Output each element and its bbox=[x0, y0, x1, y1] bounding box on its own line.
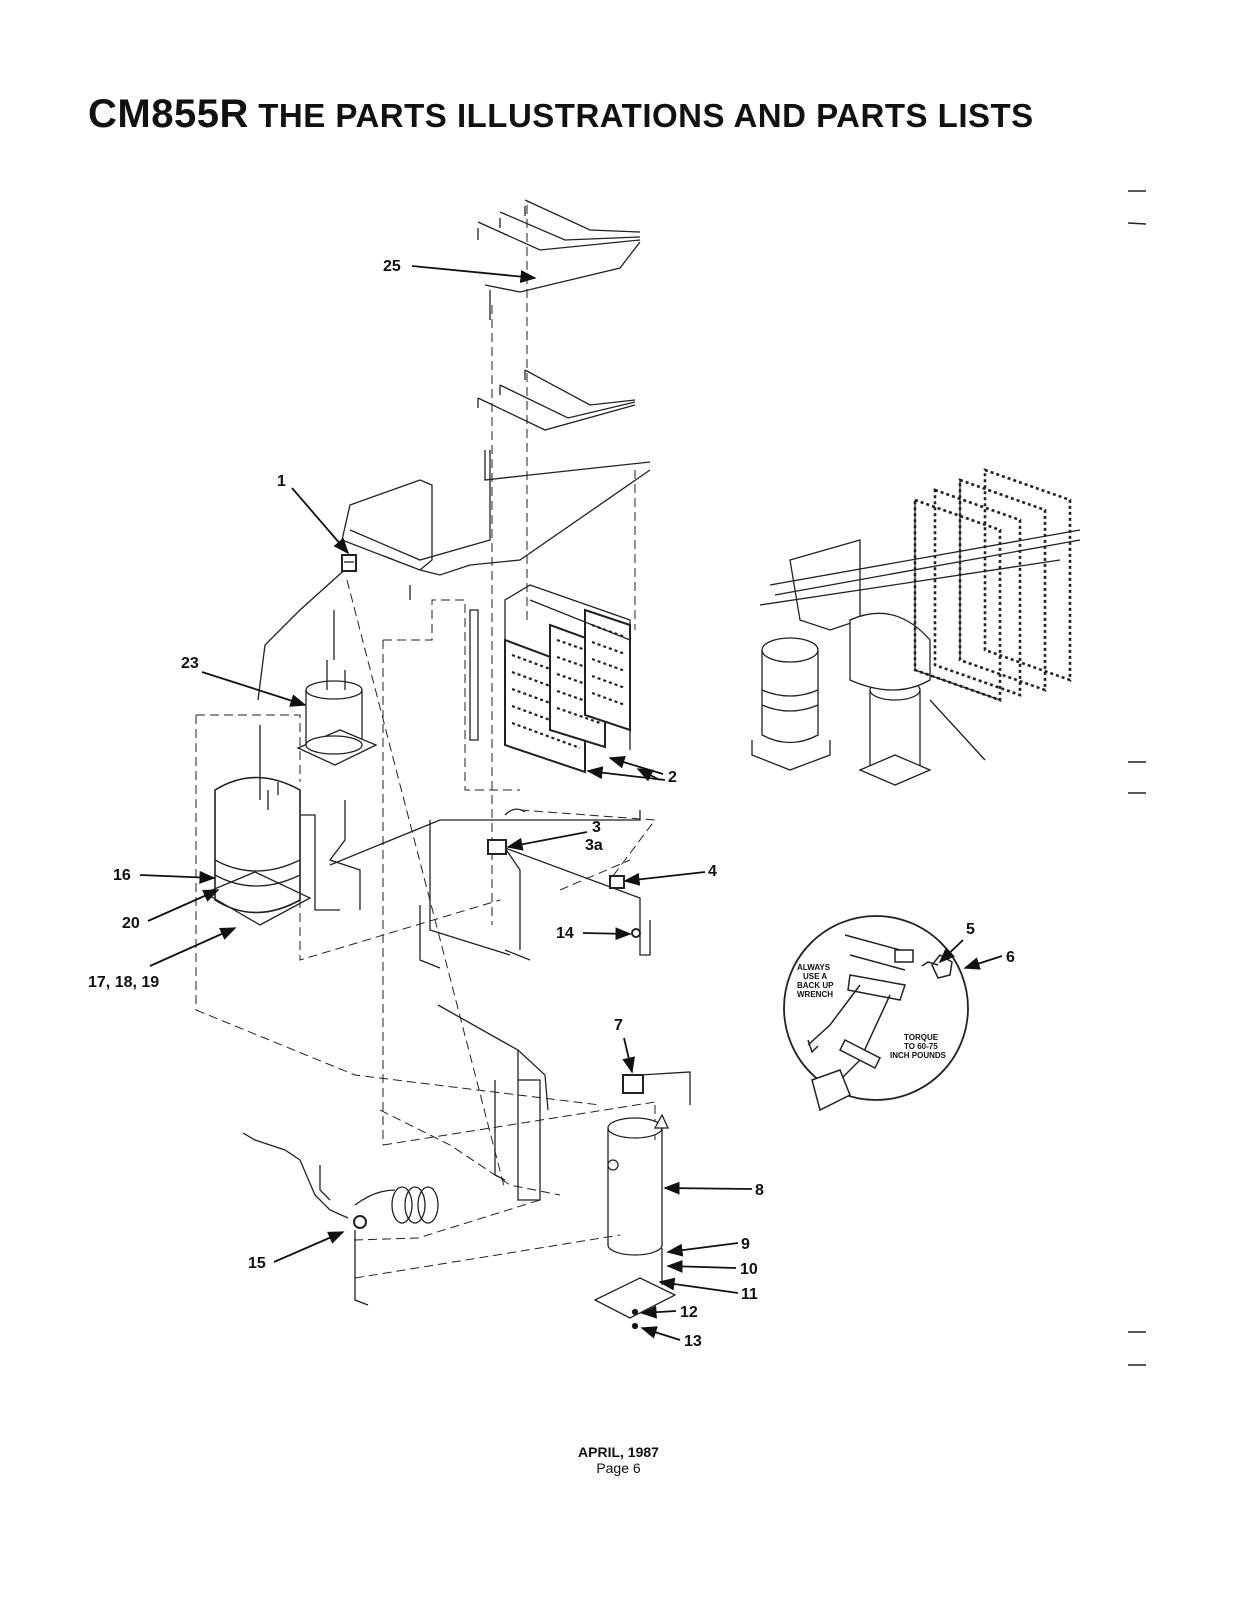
callout-1: 1 bbox=[277, 473, 286, 490]
fitting-part-14 bbox=[631, 928, 641, 938]
torque-inset bbox=[783, 915, 969, 1112]
callout-9: 9 bbox=[741, 1236, 750, 1253]
callout-23: 23 bbox=[181, 655, 199, 672]
callout-11: 11 bbox=[741, 1286, 758, 1303]
page-footer: APRIL, 1987 Page 6 bbox=[0, 1444, 1237, 1476]
callout-10: 10 bbox=[740, 1261, 758, 1278]
callout-25: 25 bbox=[383, 258, 401, 275]
callout-14: 14 bbox=[556, 925, 574, 942]
page-title: CM855R THE PARTS ILLUSTRATIONS AND PARTS… bbox=[88, 92, 1034, 137]
callout-20: 20 bbox=[122, 915, 140, 932]
model-number: CM855R bbox=[88, 92, 249, 136]
callout-17-18-19: 17, 18, 19 bbox=[88, 974, 159, 991]
inset-notes: ALWAYS USE A BACK UP WRENCH TORQUE TO 60… bbox=[797, 963, 947, 1060]
condenser-coil-part-15 bbox=[242, 1132, 439, 1306]
callout-13: 13 bbox=[684, 1333, 702, 1350]
callout-3a: 3a bbox=[585, 837, 603, 854]
inset-note-always: ALWAYS bbox=[797, 963, 831, 972]
callout-arrows bbox=[139, 265, 1003, 1341]
footer-date: APRIL, 1987 bbox=[578, 1444, 659, 1460]
callout-5: 5 bbox=[966, 921, 975, 938]
footer-page-number: Page 6 bbox=[596, 1460, 641, 1476]
accumulator-part-23 bbox=[296, 610, 378, 766]
callout-labels: 25 1 23 2 3 3a 4 14 5 6 7 8 9 10 11 12 1… bbox=[88, 258, 1015, 1350]
callout-2: 2 bbox=[668, 769, 677, 786]
inset-note-wrench: WRENCH bbox=[797, 990, 833, 999]
callout-16: 16 bbox=[113, 867, 131, 884]
assembled-view bbox=[751, 468, 1081, 786]
receiver-part-8 bbox=[593, 1113, 677, 1330]
drier-part-7 bbox=[622, 1074, 644, 1094]
refrigerant-lines bbox=[329, 808, 691, 1201]
callout-7: 7 bbox=[614, 1017, 623, 1034]
evaporator-tubing-middle bbox=[257, 369, 651, 701]
callout-4: 4 bbox=[708, 863, 717, 880]
callout-3: 3 bbox=[592, 819, 601, 836]
callout-8: 8 bbox=[755, 1182, 764, 1199]
callout-6: 6 bbox=[1006, 949, 1015, 966]
inset-note-torque: TORQUE bbox=[904, 1033, 939, 1042]
evaporator-tubing-top bbox=[477, 199, 641, 320]
inset-note-use-a: USE A bbox=[803, 972, 827, 981]
title-text: THE PARTS ILLUSTRATIONS AND PARTS LISTS bbox=[258, 97, 1034, 134]
dashed-assembly-lines bbox=[195, 199, 691, 1330]
compressor-part-16 bbox=[203, 725, 361, 926]
callout-15: 15 bbox=[248, 1255, 266, 1272]
inset-note-back-up: BACK UP bbox=[797, 981, 834, 990]
callout-12: 12 bbox=[680, 1304, 698, 1321]
expansion-valve-part-1 bbox=[341, 554, 357, 572]
inset-note-inch-pounds: INCH POUNDS bbox=[890, 1051, 947, 1060]
margin-marks bbox=[1127, 190, 1147, 1366]
valve-part-4 bbox=[609, 875, 625, 889]
inset-note-torque-range: TO 60-75 bbox=[904, 1042, 938, 1051]
evaporator-plates bbox=[469, 584, 631, 774]
solenoid-valve-part-3 bbox=[487, 839, 507, 855]
